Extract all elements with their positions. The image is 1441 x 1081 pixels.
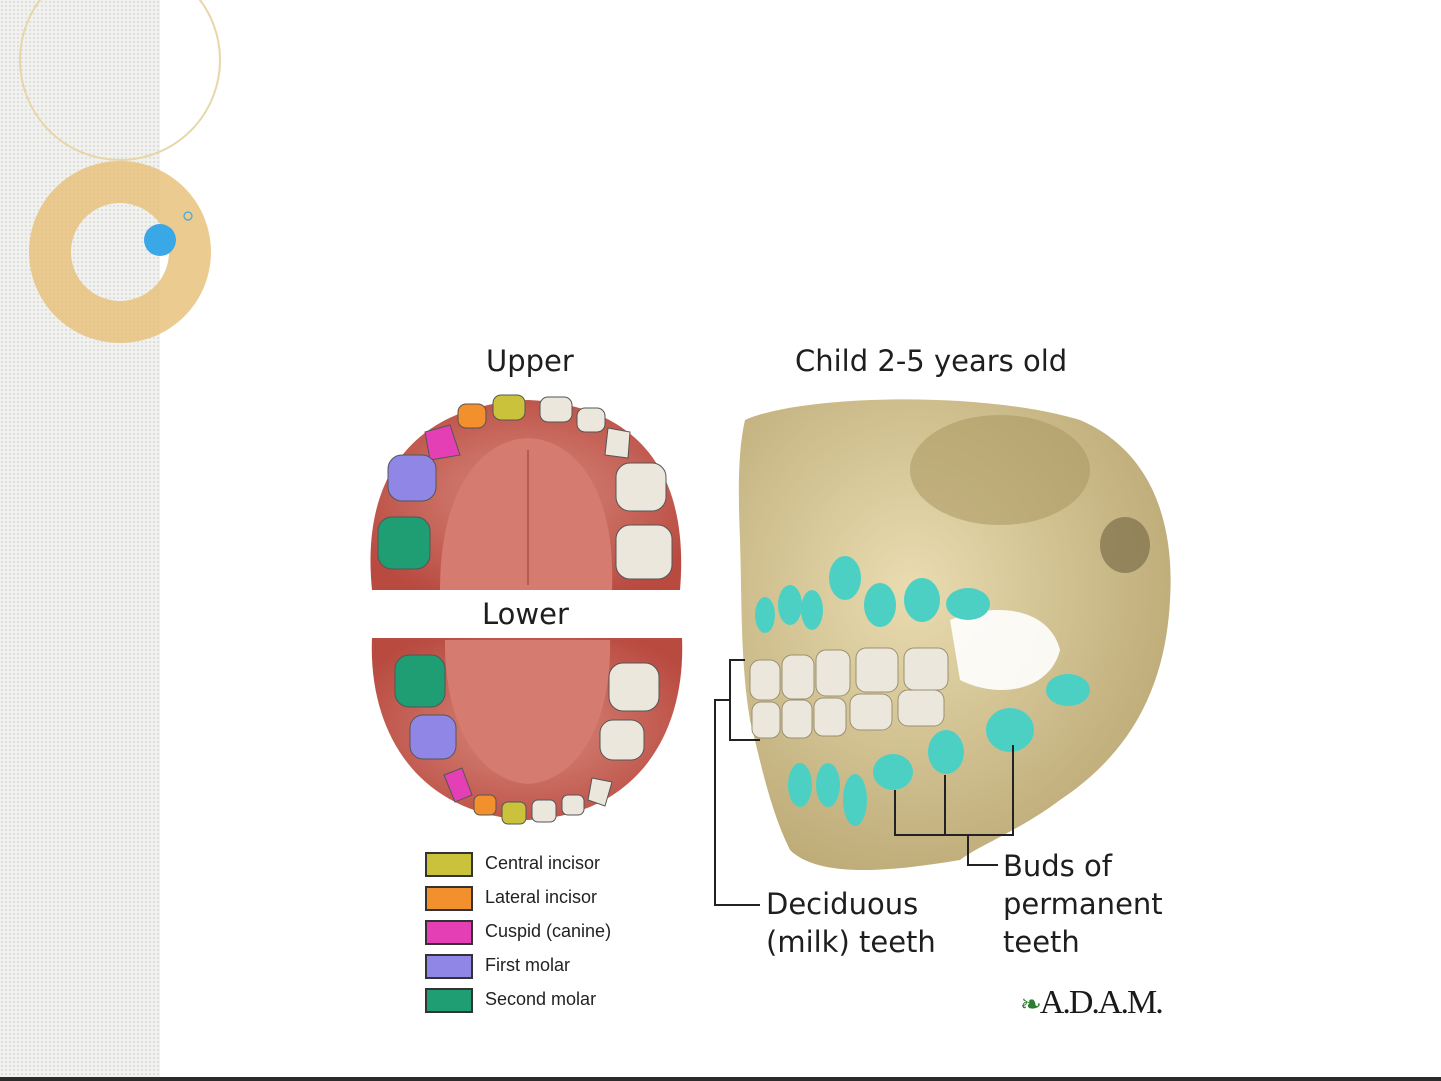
legend-label: Lateral incisor bbox=[485, 887, 597, 908]
lower-first-molar-right bbox=[600, 720, 644, 760]
upper-lateral-incisor-left bbox=[458, 404, 486, 428]
upper-first-molar-right bbox=[616, 463, 666, 511]
lower-first-molar-left bbox=[410, 715, 456, 759]
deciduous-teeth-label: Deciduous (milk) teeth bbox=[766, 885, 936, 961]
permanent-buds-label: Buds of permanent teeth bbox=[1003, 847, 1163, 961]
legend-swatch bbox=[425, 852, 473, 877]
upper-label: Upper bbox=[486, 344, 574, 378]
ear-opening bbox=[1100, 517, 1150, 573]
lower-second-molar-right bbox=[609, 663, 659, 711]
eye-socket bbox=[910, 415, 1090, 525]
lower-central-incisor-left bbox=[502, 802, 526, 824]
leaf-icon: ❧ bbox=[1020, 990, 1040, 1019]
legend-swatch bbox=[425, 886, 473, 911]
upper-central-incisor-left bbox=[493, 395, 525, 420]
legend-swatch bbox=[425, 988, 473, 1013]
bottom-border bbox=[0, 1077, 1441, 1081]
lower-lateral-incisor-right bbox=[562, 795, 584, 815]
upper-second-molar-left bbox=[378, 517, 430, 569]
legend-swatch bbox=[425, 954, 473, 979]
lower-cuspid-right bbox=[588, 778, 612, 806]
upper-lateral-incisor-right bbox=[577, 408, 605, 432]
lower-lateral-incisor-left bbox=[474, 795, 496, 815]
legend-label: Central incisor bbox=[485, 853, 600, 874]
legend-label: Cuspid (canine) bbox=[485, 921, 611, 942]
upper-arch bbox=[370, 395, 681, 590]
legend-label: Second molar bbox=[485, 989, 596, 1010]
child-age-label: Child 2-5 years old bbox=[795, 344, 1067, 378]
legend-swatch bbox=[425, 920, 473, 945]
upper-second-molar-right bbox=[616, 525, 672, 579]
adam-logo: ❧A.D.A.M. bbox=[1020, 984, 1162, 1024]
child-skull bbox=[715, 399, 1171, 905]
upper-central-incisor-right bbox=[540, 397, 572, 422]
legend-label: First molar bbox=[485, 955, 570, 976]
upper-first-molar-left bbox=[388, 455, 436, 501]
lower-second-molar-left bbox=[395, 655, 445, 707]
upper-cuspid-right bbox=[605, 428, 630, 458]
lower-central-incisor-right bbox=[532, 800, 556, 822]
lower-arch bbox=[372, 638, 682, 824]
lower-label: Lower bbox=[482, 597, 569, 631]
logo-text: A.D.A.M. bbox=[1040, 984, 1162, 1021]
